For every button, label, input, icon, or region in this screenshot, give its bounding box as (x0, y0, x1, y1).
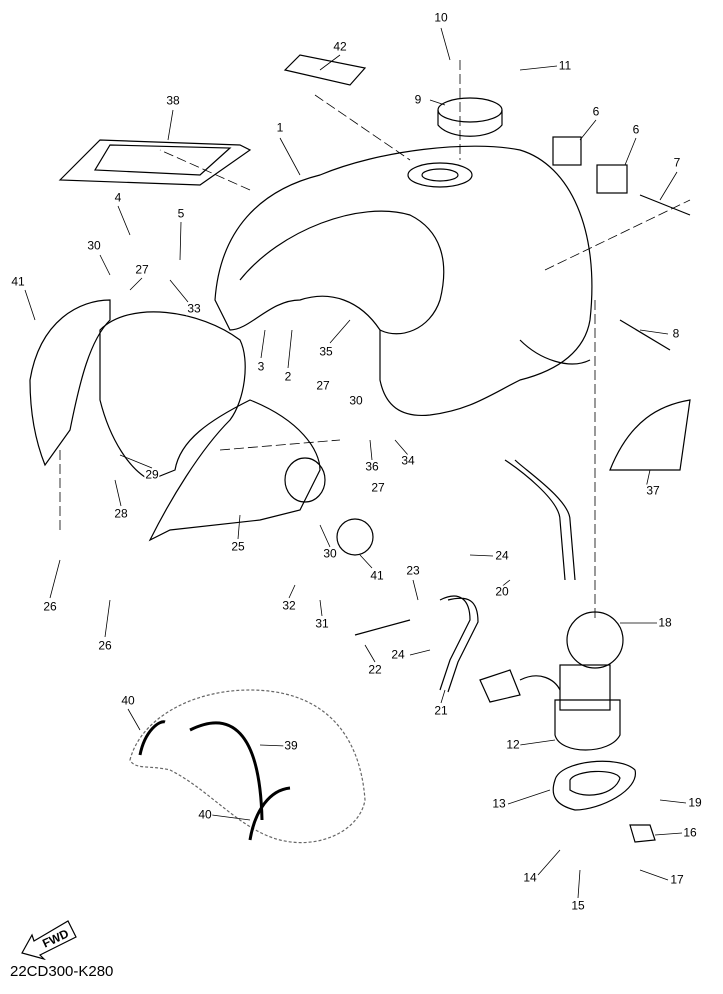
pad (58, 139, 252, 186)
callout-5: 5 (176, 206, 186, 221)
callout-15: 15 (570, 898, 586, 913)
callout-2: 2 (283, 369, 293, 384)
callout-42: 42 (332, 39, 348, 54)
callout-14: 14 (522, 870, 538, 885)
callout-24: 24 (390, 647, 406, 662)
side-cover-left (29, 299, 111, 467)
callout-10: 10 (433, 10, 449, 25)
tank-cover (129, 689, 366, 844)
diagram-code: 22CD300-K280 (10, 963, 114, 980)
callout-20: 20 (494, 584, 510, 599)
callout-29: 29 (144, 467, 160, 482)
side-cover (99, 311, 321, 542)
callout-13: 13 (491, 796, 507, 811)
callout-40: 40 (197, 807, 213, 822)
callout-41: 41 (369, 568, 385, 583)
callout-18: 18 (657, 615, 673, 630)
callout-27: 27 (315, 378, 331, 393)
callout-41: 41 (10, 274, 26, 289)
callout-16: 16 (682, 825, 698, 840)
callout-25: 25 (230, 539, 246, 554)
callout-39: 39 (283, 738, 299, 753)
callout-40: 40 (120, 693, 136, 708)
callout-28: 28 (113, 506, 129, 521)
callout-3: 3 (256, 359, 266, 374)
fwd-arrow-icon: FWD (20, 915, 80, 965)
callout-32: 32 (281, 598, 297, 613)
callout-17: 17 (669, 872, 685, 887)
callout-8: 8 (671, 326, 681, 341)
callout-6: 6 (631, 122, 641, 137)
callout-27: 27 (370, 480, 386, 495)
callout-9: 9 (413, 92, 423, 107)
callout-34: 34 (400, 453, 416, 468)
callout-12: 12 (505, 737, 521, 752)
callout-6: 6 (591, 104, 601, 119)
callout-23: 23 (405, 563, 421, 578)
callout-11: 11 (557, 58, 573, 73)
callout-24: 24 (494, 548, 510, 563)
callout-31: 31 (314, 616, 330, 631)
callout-30: 30 (348, 393, 364, 408)
callout-21: 21 (433, 703, 449, 718)
callout-38: 38 (165, 93, 181, 108)
callout-26: 26 (97, 638, 113, 653)
callout-30: 30 (86, 238, 102, 253)
callout-4: 4 (113, 190, 123, 205)
callout-27: 27 (134, 262, 150, 277)
callout-33: 33 (186, 301, 202, 316)
callout-35: 35 (318, 344, 334, 359)
callout-36: 36 (364, 459, 380, 474)
callout-1: 1 (275, 120, 285, 135)
callout-7: 7 (672, 155, 682, 170)
callout-19: 19 (687, 795, 703, 810)
callout-30: 30 (322, 546, 338, 561)
fuel-tank (214, 145, 593, 417)
callout-37: 37 (645, 483, 661, 498)
callout-26: 26 (42, 599, 58, 614)
callout-22: 22 (367, 662, 383, 677)
